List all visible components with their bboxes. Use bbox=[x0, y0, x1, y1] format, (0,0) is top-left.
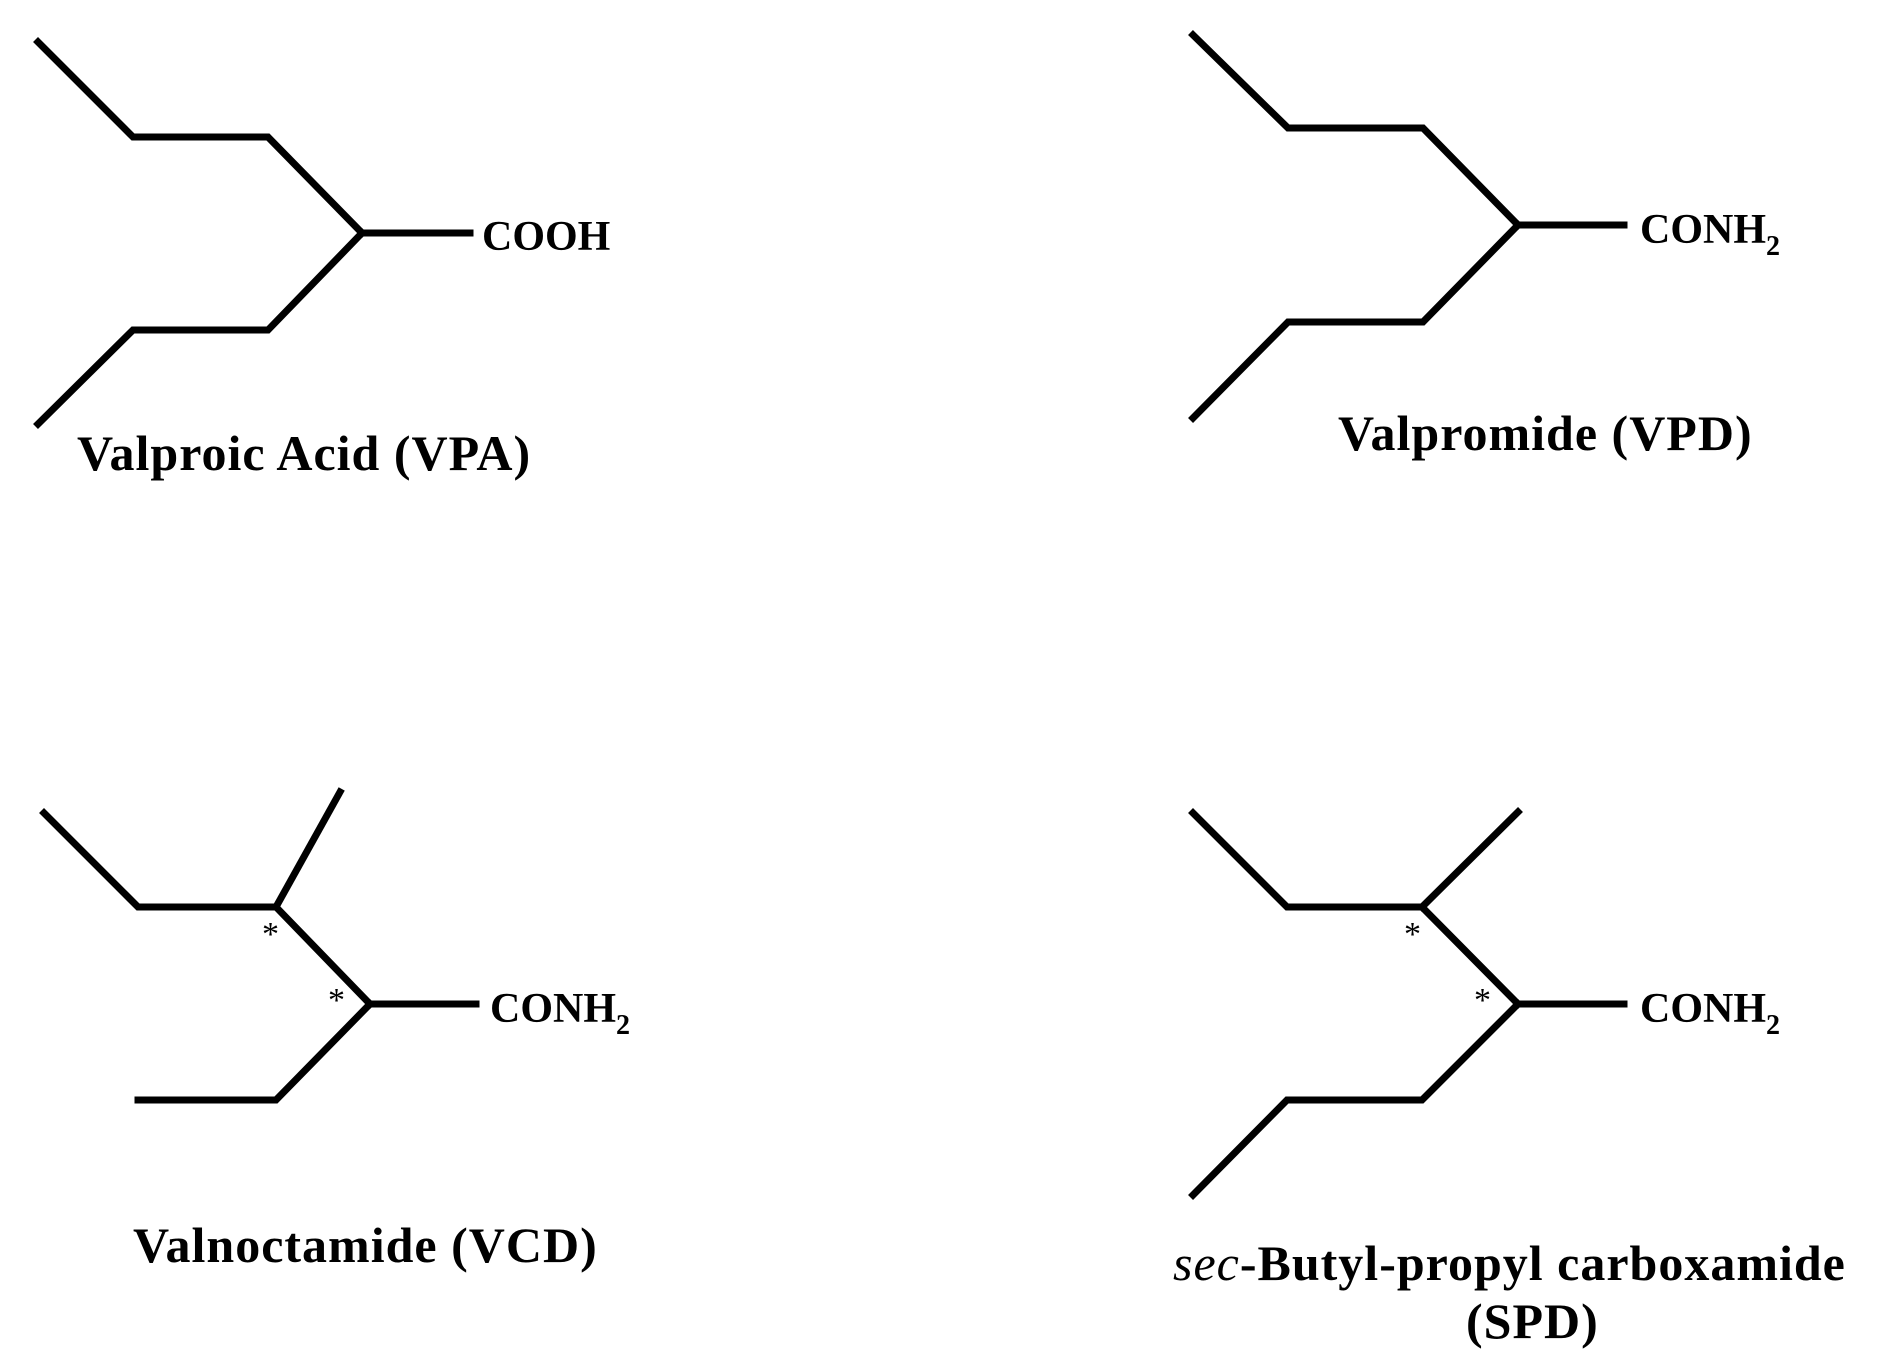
molecule-vpd: CONH2 Valpromide (VPD) bbox=[1188, 30, 1780, 461]
vcd-lower-chain bbox=[134, 999, 375, 1104]
vpd-upper-chain bbox=[1188, 30, 1523, 230]
vcd-stereocenter-mark-2: * bbox=[328, 982, 345, 1019]
spd-stereocenter-mark-2: * bbox=[1474, 982, 1491, 1019]
molecule-vcd: * * CONH2 Valnoctamide (VCD) bbox=[39, 787, 630, 1273]
vpa-functional-group: COOH bbox=[482, 214, 610, 260]
spd-methyl-bond bbox=[1417, 807, 1523, 912]
spd-stereocenter-mark-1: * bbox=[1404, 916, 1421, 953]
vcd-upper-chain bbox=[39, 808, 375, 1009]
vcd-name: Valnoctamide (VCD) bbox=[133, 1217, 598, 1273]
spd-name-line-1: sec-Butyl-propyl carboxamide bbox=[1173, 1235, 1846, 1291]
spd-lower-chain bbox=[1188, 999, 1523, 1200]
vcd-methyl-bond bbox=[271, 787, 345, 912]
vpa-upper-chain bbox=[33, 37, 367, 238]
molecule-spd: * * CONH2 sec-Butyl-propyl carboxamide (… bbox=[1173, 807, 1846, 1349]
spd-functional-group: CONH2 bbox=[1640, 986, 1780, 1041]
molecule-vpa: COOH Valproic Acid (VPA) bbox=[33, 37, 610, 481]
vpa-name: Valproic Acid (VPA) bbox=[77, 425, 531, 481]
vpd-functional-group: CONH2 bbox=[1640, 207, 1780, 262]
spd-name-line-2: (SPD) bbox=[1466, 1293, 1599, 1349]
vcd-stereocenter-mark-1: * bbox=[262, 916, 279, 953]
vpd-name: Valpromide (VPD) bbox=[1338, 405, 1753, 461]
vpd-lower-chain bbox=[1188, 220, 1523, 423]
vpa-lower-chain bbox=[33, 228, 367, 429]
spd-upper-chain bbox=[1188, 808, 1523, 1009]
vcd-functional-group: CONH2 bbox=[490, 986, 630, 1041]
